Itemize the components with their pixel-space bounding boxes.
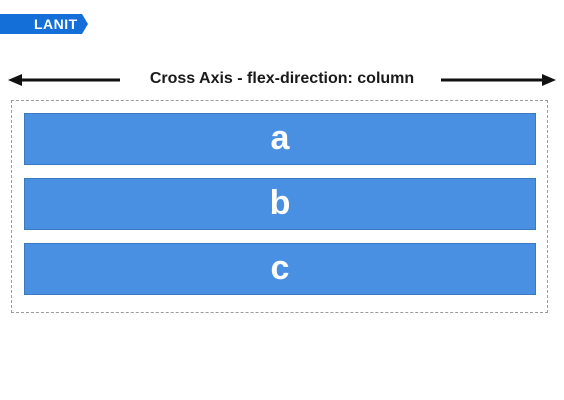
flex-item-b: b — [24, 178, 536, 230]
lanit-logo: LANIT — [0, 14, 88, 34]
axis-arrows — [8, 74, 556, 86]
cross-axis-header: Cross Axis - flex-direction: column — [8, 68, 556, 92]
flex-item-a: a — [24, 113, 536, 165]
axis-label: Cross Axis - flex-direction: column — [149, 70, 415, 87]
logo-tag-shape — [0, 14, 88, 34]
logo-text: LANIT — [34, 16, 78, 32]
left-arrow-icon — [8, 74, 120, 86]
flex-item-c: c — [24, 243, 536, 295]
flex-container: a b c — [11, 100, 548, 313]
right-arrow-icon — [441, 74, 556, 86]
